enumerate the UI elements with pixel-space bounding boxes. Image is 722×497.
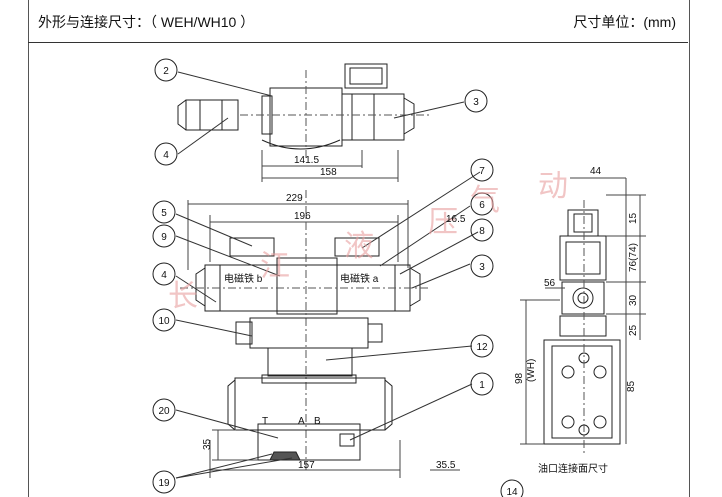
balloon-9 <box>152 224 176 248</box>
dim-25: 25 <box>628 324 639 336</box>
balloon-2 <box>154 58 178 82</box>
side-view <box>520 177 646 455</box>
svg-text:3: 3 <box>479 262 485 273</box>
drawing-frame <box>28 0 690 497</box>
dim-98: 98 <box>514 372 525 384</box>
header-bar: 外形与连接尺寸：（ WEH/WH10 ） 尺寸单位：(mm) <box>28 0 688 43</box>
balloon-5 <box>152 200 176 224</box>
coil-label-b: 电磁铁 b <box>224 272 263 285</box>
dim-85: 85 <box>626 380 637 392</box>
front-view <box>180 190 460 478</box>
balloon-4-top <box>154 142 178 166</box>
watermark-char-3: 液 <box>344 229 374 264</box>
svg-text:20: 20 <box>158 406 170 417</box>
watermark: 长 江 液 压 气 动 <box>168 169 568 314</box>
dim-157: 157 <box>298 460 315 471</box>
balloon-12 <box>470 334 494 358</box>
svg-text:7: 7 <box>479 166 485 177</box>
watermark-char-5: 气 <box>470 183 500 218</box>
svg-text:8: 8 <box>479 226 485 237</box>
balloon-14 <box>500 479 524 497</box>
svg-text:9: 9 <box>161 232 167 243</box>
watermark-char-1: 长 <box>168 279 198 314</box>
dim-35: 35 <box>202 438 213 450</box>
svg-text:2: 2 <box>163 66 169 77</box>
svg-text:10: 10 <box>158 316 170 327</box>
watermark-char-2: 江 <box>260 249 290 284</box>
coil-label-a: 电磁铁 a <box>340 272 379 285</box>
balloon-20 <box>152 398 176 422</box>
svg-text:3: 3 <box>473 97 479 108</box>
balloon-19 <box>152 470 176 494</box>
dim-229: 229 <box>286 193 303 204</box>
port-label-t: T <box>262 416 268 427</box>
top-view <box>177 63 430 182</box>
balloon-3 <box>470 254 494 278</box>
svg-text:6: 6 <box>479 200 485 211</box>
svg-text:14: 14 <box>506 487 518 497</box>
svg-text:5: 5 <box>161 208 167 219</box>
dim-30: 30 <box>628 294 639 306</box>
port-label-a: A <box>298 416 305 427</box>
dimension-text: 141.5 158 229 196 16.5 157 35.5 35 44 15… <box>202 155 639 471</box>
interface-caption: 油口连接面尺寸 <box>538 462 608 475</box>
dim-98-sub: (WH) <box>526 359 537 382</box>
svg-text:4: 4 <box>163 150 169 161</box>
svg-text:12: 12 <box>476 342 488 353</box>
dim-44: 44 <box>590 166 602 177</box>
dim-15: 15 <box>628 212 639 224</box>
balloon-8 <box>470 218 494 242</box>
balloon-numbers: 2 3 4 5 9 4 10 20 19 7 6 8 3 12 1 14 <box>158 66 518 497</box>
watermark-char-4: 压 <box>428 205 458 240</box>
dim-56: 56 <box>544 278 556 289</box>
dim-158: 158 <box>320 167 337 178</box>
dim-76: 76(74) <box>628 243 639 272</box>
balloon-10 <box>152 308 176 332</box>
dim-196: 196 <box>294 211 311 222</box>
dim-141-5: 141.5 <box>294 155 319 166</box>
unit-label: 尺寸单位：(mm) <box>573 14 676 30</box>
balloon-7 <box>470 158 494 182</box>
balloon-1 <box>470 372 494 396</box>
port-label-b: B <box>314 416 321 427</box>
balloon-4 <box>152 262 176 286</box>
dim-35-5: 35.5 <box>436 460 456 471</box>
dim-16-5: 16.5 <box>446 214 466 225</box>
watermark-char-6: 动 <box>538 169 568 204</box>
balloon-3-top <box>464 89 488 113</box>
balloons <box>152 58 524 497</box>
svg-text:4: 4 <box>161 270 167 281</box>
balloon-6 <box>470 192 494 216</box>
svg-text:1: 1 <box>479 380 485 391</box>
balloon-leaders <box>175 71 481 479</box>
svg-text:19: 19 <box>158 478 170 489</box>
page-title: 外形与连接尺寸：（ WEH/WH10 ） <box>38 14 255 30</box>
